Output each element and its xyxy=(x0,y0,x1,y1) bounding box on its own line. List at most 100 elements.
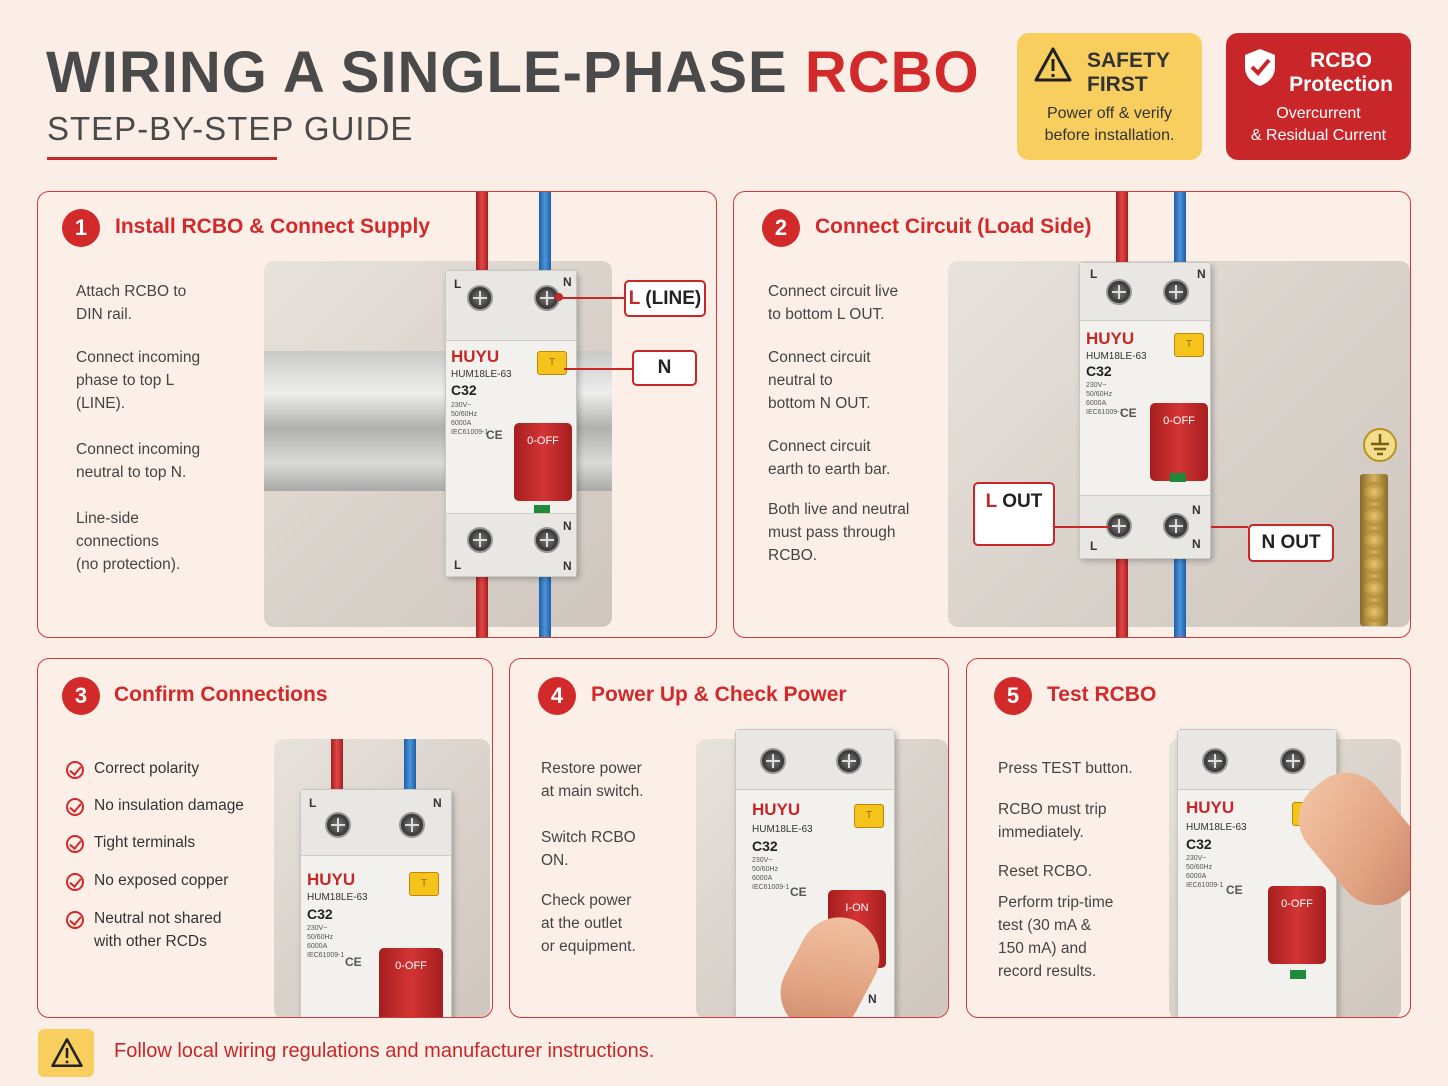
step-2-number: 2 xyxy=(762,209,800,247)
spec-line: 6000A xyxy=(752,875,773,882)
ce-mark: CE xyxy=(1120,406,1137,420)
terminal-screw[interactable] xyxy=(1106,513,1132,539)
terminal-screw[interactable] xyxy=(1106,279,1132,305)
terminal-l-label: L xyxy=(454,558,462,572)
callout-dot xyxy=(555,293,563,301)
breaker-rating: C32 xyxy=(752,838,778,854)
step-2-line: earth to earth bar. xyxy=(768,461,891,478)
step-1-line: connections xyxy=(76,533,159,550)
step-1-line: neutral to top N. xyxy=(76,464,187,481)
earth-bar-screw[interactable] xyxy=(1364,578,1384,598)
step-5-panel: 5 Test RCBO Press TEST button. RCBO must… xyxy=(966,658,1411,1018)
page-subtitle: STEP-BY-STEP GUIDE xyxy=(47,110,414,147)
spec-line: 230V~ xyxy=(752,857,773,864)
l-out-prefix: L xyxy=(985,491,997,512)
safety-text-line1: Power off & verify xyxy=(1046,105,1173,122)
step-1-line: Line-side xyxy=(76,510,139,527)
earth-bar-screw[interactable] xyxy=(1364,530,1384,550)
check-item: No exposed copper xyxy=(94,872,229,889)
step-1-line: (no protection). xyxy=(76,556,181,573)
breaker-lever[interactable]: 0-OFF xyxy=(1150,403,1208,481)
safety-text-line2: before installation. xyxy=(1044,127,1175,144)
step-2-title: Connect Circuit (Load Side) xyxy=(815,215,1092,238)
terminal-screw[interactable] xyxy=(534,527,560,553)
terminal-n-label: N xyxy=(433,796,442,810)
spec-line: 230V~ xyxy=(1086,382,1107,389)
step-1-line: DIN rail. xyxy=(76,306,132,323)
step-2-line: neutral to xyxy=(768,372,833,389)
test-button[interactable]: T xyxy=(1174,333,1204,357)
terminal-screw[interactable] xyxy=(399,812,425,838)
step-4-title: Power Up & Check Power xyxy=(591,683,847,706)
check-circle-icon xyxy=(66,761,84,779)
ce-mark: CE xyxy=(1226,883,1243,897)
earth-bar-screw[interactable] xyxy=(1364,506,1384,526)
spec-line: 6000A xyxy=(1186,873,1207,880)
breaker-lever[interactable]: 0-OFF xyxy=(1268,886,1326,964)
terminal-screw[interactable] xyxy=(1202,748,1228,774)
spec-line: IEC61009-1 xyxy=(307,952,345,959)
test-button[interactable]: T xyxy=(854,804,884,828)
check-item-line: with other RCDs xyxy=(94,933,207,950)
neutral-wire xyxy=(539,572,551,637)
step-5-line: record results. xyxy=(998,963,1097,980)
test-button[interactable]: T xyxy=(537,351,567,375)
terminal-screw[interactable] xyxy=(1280,748,1306,774)
check-item: Correct polarity xyxy=(94,760,200,777)
breaker-brand: HUYU xyxy=(752,800,801,819)
status-indicator xyxy=(1290,970,1306,979)
step-5-line: RCBO must trip xyxy=(998,801,1107,818)
terminal-screw[interactable] xyxy=(836,748,862,774)
earth-bar-screw[interactable] xyxy=(1364,602,1384,622)
breaker-brand: HUYU xyxy=(307,870,356,889)
safety-title-line1: SAFETY xyxy=(1087,49,1170,72)
step-4-line: ON. xyxy=(541,852,569,869)
spec-line: 6000A xyxy=(451,420,472,427)
terminal-screw[interactable] xyxy=(760,748,786,774)
earth-bar-screw[interactable] xyxy=(1364,554,1384,574)
neutral-wire xyxy=(404,739,416,799)
breaker-rating: C32 xyxy=(307,906,333,922)
terminal-n-label: N xyxy=(563,275,572,289)
terminal-screw[interactable] xyxy=(325,812,351,838)
earth-bar-screw[interactable] xyxy=(1364,482,1384,502)
test-button[interactable]: T xyxy=(409,872,439,896)
breaker-lever[interactable]: 0-OFF xyxy=(514,423,572,501)
terminal-screw[interactable] xyxy=(467,285,493,311)
terminal-screw[interactable] xyxy=(1163,513,1189,539)
status-indicator xyxy=(1170,473,1186,482)
earth-bar xyxy=(1360,474,1388,626)
live-wire xyxy=(476,572,488,637)
step-5-number: 5 xyxy=(994,677,1032,715)
spec-line: 50/60Hz xyxy=(1086,391,1113,398)
breaker-model: HUM18LE-63 xyxy=(752,824,813,835)
neutral-wire xyxy=(1174,547,1186,637)
step-3-title: Confirm Connections xyxy=(114,683,328,706)
spec-line: 50/60Hz xyxy=(451,411,478,418)
breaker-lever[interactable]: 0-OFF xyxy=(379,948,443,1017)
rcbo-title-line1: RCBO xyxy=(1310,49,1372,72)
spec-line: 50/60Hz xyxy=(1186,864,1213,871)
check-circle-icon xyxy=(66,873,84,891)
neutral-callout: N xyxy=(632,350,697,386)
terminal-screw[interactable] xyxy=(467,527,493,553)
step-1-panel: 1 Install RCBO & Connect Supply Attach R… xyxy=(37,191,717,638)
neutral-wire xyxy=(1174,192,1186,267)
step-2-line: Connect circuit xyxy=(768,349,871,366)
step-2-line: to bottom L OUT. xyxy=(768,306,885,323)
rcbo-title-line2: Protection xyxy=(1289,73,1393,96)
step-4-line: Restore power xyxy=(541,760,642,777)
live-wire xyxy=(476,192,488,272)
step-1-line: (LINE). xyxy=(76,395,126,412)
step-5-line: Reset RCBO. xyxy=(998,863,1092,880)
terminal-n-label: N xyxy=(1192,537,1201,551)
terminal-screw[interactable] xyxy=(1163,279,1189,305)
ce-mark: CE xyxy=(486,428,503,442)
step-4-line: at main switch. xyxy=(541,783,644,800)
